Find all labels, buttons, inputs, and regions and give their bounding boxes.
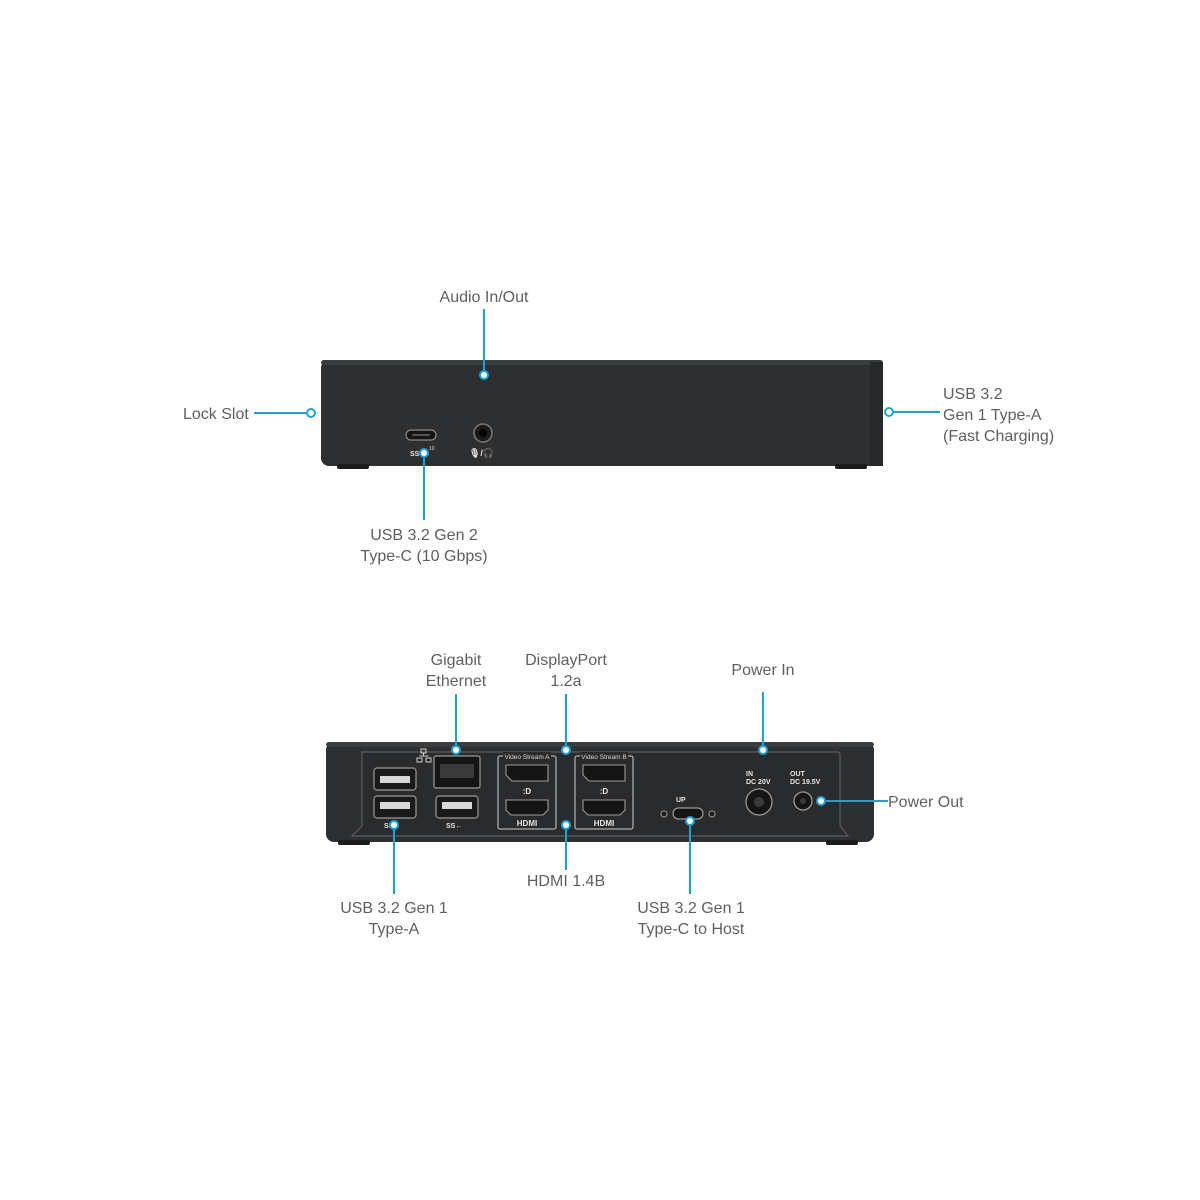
svg-text:HDMI: HDMI bbox=[517, 819, 537, 828]
label-usb-a-gen1: USB 3.2 Gen 1 Type-A bbox=[340, 900, 448, 938]
label-usb-c-gen2: USB 3.2 Gen 2 Type-C (10 Gbps) bbox=[360, 527, 488, 565]
network-icon bbox=[416, 748, 432, 763]
label-power-in: Power In bbox=[731, 662, 795, 679]
video-stream-b-block: Video Stream B :D HDMI bbox=[574, 752, 634, 830]
video-stream-a-block: Video Stream A :D HDMI bbox=[497, 752, 557, 830]
label-usb-c-host: USB 3.2 Gen 1 Type-C to Host bbox=[637, 900, 745, 938]
callout-power-out bbox=[816, 796, 888, 806]
callout-usb-a-gen1 bbox=[389, 820, 399, 894]
label-usb-a-fast-charging: USB 3.2 Gen 1 Type-A (Fast Charging) bbox=[943, 386, 1055, 445]
callout-usb-a-fast bbox=[884, 407, 940, 417]
rear-power-in-port: IN DC 20V bbox=[745, 771, 773, 816]
rear-usb-a-single: SS← bbox=[435, 795, 479, 830]
svg-text::D: :D bbox=[523, 787, 532, 796]
svg-text:10: 10 bbox=[429, 446, 435, 452]
audio-mark: 🎙/🎧 bbox=[469, 447, 494, 458]
svg-text::D: :D bbox=[600, 787, 609, 796]
callout-usb-c-gen2 bbox=[419, 448, 429, 520]
svg-text:DC 19.5V: DC 19.5V bbox=[790, 779, 821, 786]
callout-power-in bbox=[758, 692, 768, 755]
label-power-out: Power Out bbox=[888, 794, 964, 811]
callout-audio bbox=[479, 309, 489, 380]
front-audio-jack: 🎙/🎧 bbox=[469, 423, 494, 458]
rear-ethernet-port bbox=[416, 748, 481, 789]
label-lock-slot: Lock Slot bbox=[183, 406, 249, 423]
svg-text:UP: UP bbox=[676, 797, 686, 804]
callout-hdmi bbox=[561, 820, 571, 870]
callout-usb-c-host bbox=[685, 816, 695, 894]
front-dock-device: SS← 10 🎙/🎧 bbox=[321, 360, 883, 469]
rear-usb-c-host-port: UP bbox=[660, 797, 716, 820]
svg-text:IN: IN bbox=[746, 771, 753, 778]
svg-text:DC 20V: DC 20V bbox=[746, 779, 771, 786]
callout-ethernet bbox=[451, 694, 461, 755]
svg-text:HDMI: HDMI bbox=[594, 819, 614, 828]
label-audio-in-out: Audio In/Out bbox=[439, 289, 529, 306]
svg-text:OUT: OUT bbox=[790, 771, 806, 778]
label-displayport: DisplayPort 1.2a bbox=[525, 652, 607, 690]
svg-text:Video Stream A: Video Stream A bbox=[504, 754, 550, 761]
callout-lock-slot bbox=[254, 408, 316, 418]
label-gigabit-ethernet: Gigabit Ethernet bbox=[425, 652, 487, 690]
label-hdmi: HDMI 1.4B bbox=[526, 873, 606, 890]
svg-text:SS←: SS← bbox=[446, 823, 462, 830]
rear-dock-device: SS← SS← Video Stream A bbox=[326, 742, 874, 845]
usb-c-ss-mark: SS← bbox=[410, 451, 426, 458]
callout-displayport bbox=[561, 694, 571, 755]
rear-power-out-port: OUT DC 19.5V bbox=[790, 771, 821, 811]
front-usb-c-port: SS← 10 bbox=[405, 429, 437, 458]
svg-text:Video Stream B: Video Stream B bbox=[581, 754, 626, 761]
